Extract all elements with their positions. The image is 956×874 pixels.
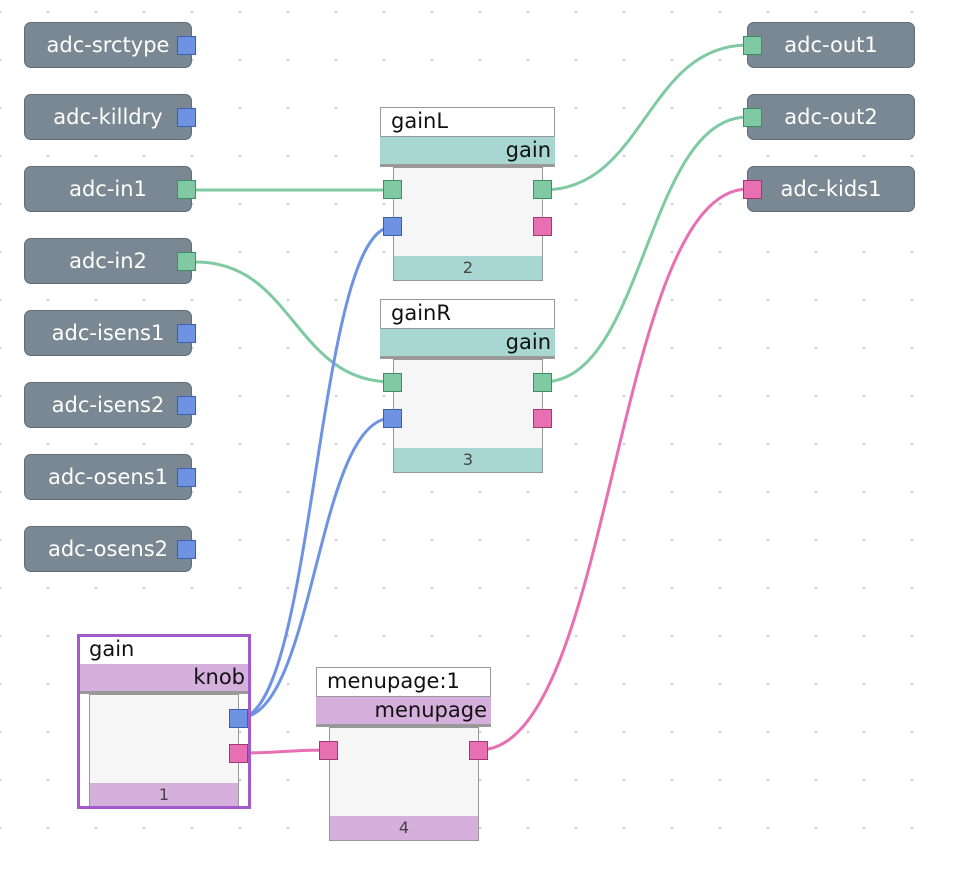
node-title[interactable]: gainL	[380, 107, 555, 137]
inlet-label: adc-srctype	[46, 33, 170, 57]
inlet-adc-isens1[interactable]: adc-isens1	[24, 310, 196, 356]
node-id: 2	[394, 256, 542, 280]
node-body[interactable]: 2	[393, 167, 543, 281]
inlet-adc-in2[interactable]: adc-in2	[24, 238, 196, 284]
node-body[interactable]: 4	[329, 727, 479, 841]
outlet-label: adc-out2	[784, 105, 878, 129]
output-port-event[interactable]	[533, 217, 552, 236]
input-port-control[interactable]	[383, 409, 402, 428]
inlet-port[interactable]	[177, 36, 196, 55]
input-port-event[interactable]	[319, 741, 338, 760]
outlet-adc-out2[interactable]: adc-out2	[743, 94, 915, 140]
outlet-port[interactable]	[743, 108, 762, 127]
inlet-adc-srctype[interactable]: adc-srctype	[24, 22, 196, 68]
node-id: 3	[394, 448, 542, 472]
cable-gainL-to-out1[interactable]	[541, 43, 750, 192]
inlet-port[interactable]	[177, 180, 196, 199]
inlet-label: adc-osens1	[47, 465, 169, 489]
input-port-control[interactable]	[383, 217, 402, 236]
inlet-port[interactable]	[177, 540, 196, 559]
node-type-label: gain	[380, 137, 555, 167]
inlet-adc-in1[interactable]: adc-in1	[24, 166, 196, 212]
inlet-label: adc-isens2	[51, 393, 165, 417]
outlet-port[interactable]	[743, 36, 762, 55]
cable-knob-to-menupage[interactable]	[237, 748, 330, 755]
node-id: 1	[90, 783, 238, 807]
cable-gainR-to-out2[interactable]	[541, 115, 750, 384]
outlet-port[interactable]	[743, 180, 762, 199]
input-port-audio[interactable]	[383, 180, 402, 199]
inlet-port[interactable]	[177, 324, 196, 343]
inlet-port[interactable]	[177, 396, 196, 415]
inlet-adc-osens2[interactable]: adc-osens2	[24, 526, 196, 572]
node-type-label: gain	[380, 329, 555, 359]
inlet-port[interactable]	[177, 108, 196, 127]
outlet-adc-out1[interactable]: adc-out1	[743, 22, 915, 68]
inlet-adc-isens2[interactable]: adc-isens2	[24, 382, 196, 428]
node-id: 4	[330, 816, 478, 840]
cable-in2-to-gainR[interactable]	[194, 260, 394, 384]
cable-knob-to-gainL[interactable]	[237, 225, 394, 720]
node-body[interactable]: 1	[89, 694, 239, 808]
output-port-audio[interactable]	[533, 373, 552, 392]
outlet-label: adc-out1	[784, 33, 878, 57]
node-type-label: knob	[79, 664, 249, 694]
node-type-label: menupage	[316, 697, 491, 727]
outlet-adc-kids1[interactable]: adc-kids1	[743, 166, 915, 212]
inlet-label: adc-osens2	[47, 537, 169, 561]
inlet-port[interactable]	[177, 252, 196, 271]
node-title[interactable]: gain	[79, 636, 249, 664]
inlet-label: adc-in1	[69, 177, 147, 201]
output-port-event[interactable]	[469, 741, 488, 760]
node-title[interactable]: gainR	[380, 299, 555, 329]
outlet-label: adc-kids1	[780, 177, 882, 201]
inlet-label: adc-in2	[69, 249, 147, 273]
input-port-audio[interactable]	[383, 373, 402, 392]
output-port-audio[interactable]	[533, 180, 552, 199]
output-port-control[interactable]	[229, 709, 248, 728]
inlet-label: adc-killdry	[53, 105, 163, 129]
inlet-label: adc-isens1	[51, 321, 165, 345]
inlet-adc-osens1[interactable]: adc-osens1	[24, 454, 196, 500]
inlet-port[interactable]	[177, 468, 196, 487]
output-port-event[interactable]	[229, 744, 248, 763]
node-title[interactable]: menupage:1	[316, 667, 491, 697]
output-port-event[interactable]	[533, 409, 552, 428]
node-body[interactable]: 3	[393, 359, 543, 473]
inlet-adc-killdry[interactable]: adc-killdry	[24, 94, 196, 140]
